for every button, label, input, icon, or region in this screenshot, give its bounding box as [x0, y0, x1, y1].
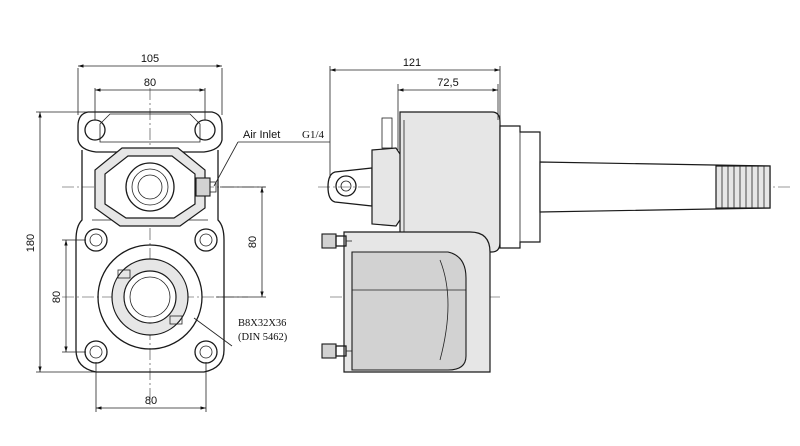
spline-bore	[123, 270, 177, 324]
spline-spec-line1: B8X32X36	[238, 318, 286, 329]
dim-105-label: 105	[141, 53, 159, 65]
upper-left-bolt-hole	[84, 119, 106, 141]
side-adapter	[371, 147, 405, 227]
air-inlet-label: Air Inlet	[243, 129, 280, 141]
air-inlet-port	[195, 177, 211, 197]
side-lower-cylinder	[351, 251, 467, 371]
spline-teeth	[721, 166, 765, 208]
front-view	[62, 88, 265, 405]
spline-root-circle	[129, 276, 171, 318]
upper-right-bolt-hole	[194, 119, 216, 141]
mid-right-bolt-center	[199, 233, 213, 247]
dim-180-label: 180	[25, 234, 37, 252]
shaft-spline	[715, 165, 771, 209]
dim-80-bottom-label: 80	[145, 395, 157, 407]
upper-shaft-core	[137, 174, 163, 200]
mid-left-bolt-center	[89, 233, 103, 247]
side-dimensions: 121 72,5	[329, 57, 501, 178]
side-lower-seam-2	[439, 259, 449, 361]
side-inlet-nut-core	[340, 180, 352, 192]
dim-72-5-label: 72,5	[437, 77, 458, 89]
upper-shaft-inner	[131, 168, 169, 206]
thread-label: G1/4	[302, 129, 325, 141]
side-lower-bolt	[321, 343, 352, 359]
bottom-right-bolt-center	[199, 345, 213, 359]
upper-flange-outline	[77, 111, 223, 153]
octagonal-housing-inner	[104, 155, 196, 219]
side-main-body	[399, 111, 501, 253]
upper-shaft-bore	[125, 162, 175, 212]
bottom-left-bolt	[84, 340, 108, 364]
mid-right-bolt	[194, 228, 218, 252]
bottom-left-bolt-center	[89, 345, 103, 359]
bore-slot-2	[169, 315, 183, 325]
upper-flange-inner	[99, 113, 201, 143]
air-inlet-nipple	[209, 181, 217, 193]
side-upper-bolt	[321, 233, 352, 249]
bore-slot-1	[117, 269, 131, 279]
side-inlet-fitting	[327, 167, 373, 207]
side-inlet-nut	[335, 175, 357, 197]
front-dimensions: 105 80 180 80 80 80	[25, 53, 266, 412]
side-top-stub	[381, 117, 393, 149]
dim-80-right-label: 80	[247, 236, 259, 248]
spline-spec-line2: (DIN 5462)	[238, 332, 288, 343]
side-view	[318, 111, 790, 373]
front-body-outline	[75, 150, 225, 373]
bottom-right-bolt	[194, 340, 218, 364]
dim-80-top-label: 80	[144, 77, 156, 89]
dim-80-left-label: 80	[51, 291, 63, 303]
lower-flange-ring	[97, 244, 203, 350]
dim-121-label: 121	[403, 57, 421, 69]
mid-left-bolt	[84, 228, 108, 252]
callouts: Air Inlet G1/4 B8X32X36 (DIN 5462)	[193, 129, 330, 347]
